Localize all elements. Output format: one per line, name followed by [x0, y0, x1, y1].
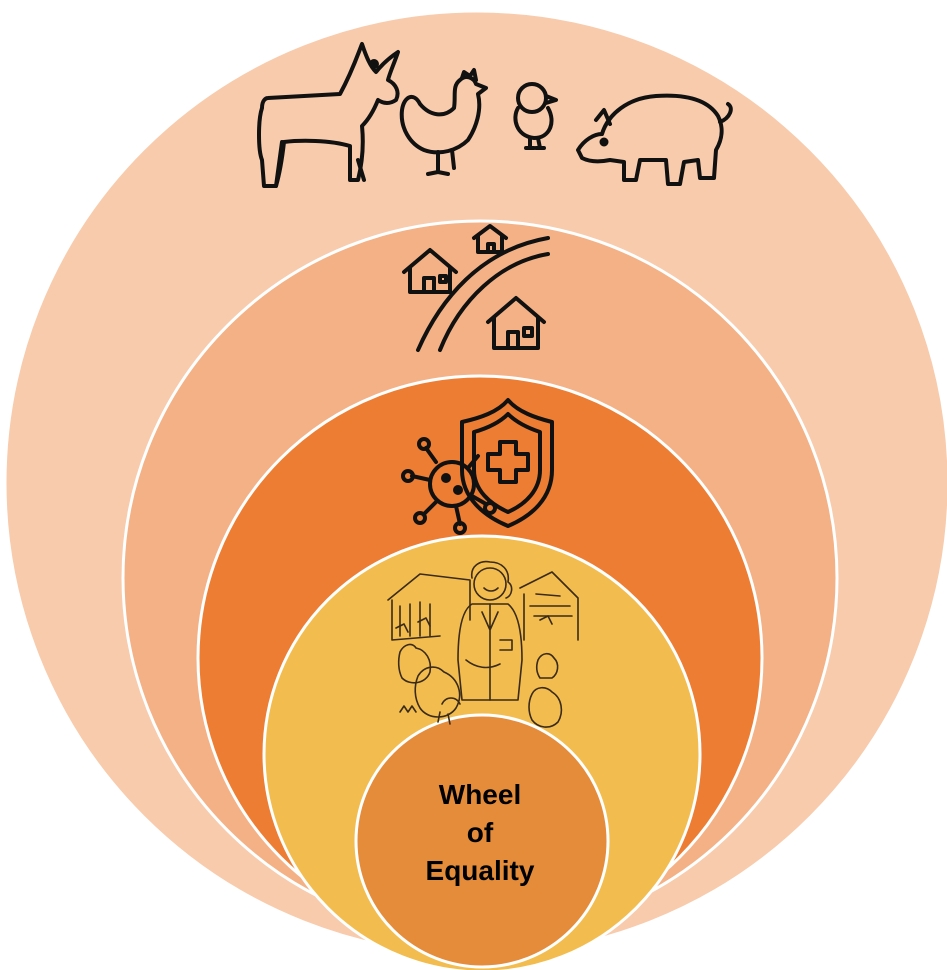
- center-label: Wheel of Equality: [380, 776, 580, 890]
- center-label-line-3: Equality: [425, 855, 535, 886]
- virus-icon: [401, 437, 497, 535]
- goat-icon: [257, 42, 400, 188]
- houses-road-icon: [402, 224, 550, 352]
- farmer-with-chickens-illustration: [387, 560, 579, 728]
- chick-icon: [513, 82, 558, 150]
- center-circle: [354, 713, 610, 969]
- shield-cross-icon: [460, 398, 554, 528]
- center-label-line-1: Wheel: [438, 779, 522, 810]
- hen-icon: [399, 68, 488, 176]
- pig-icon: [576, 93, 733, 186]
- center-label-line-2: of: [466, 817, 494, 848]
